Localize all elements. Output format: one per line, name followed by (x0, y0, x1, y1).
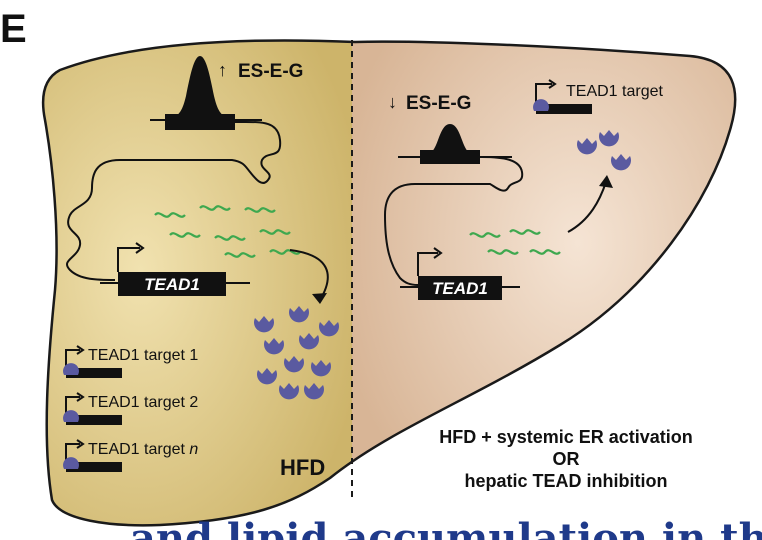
right-dna-loop (383, 156, 524, 286)
target-gene-box (536, 104, 592, 114)
left-target-n: TEAD1 target n (62, 439, 198, 472)
tss-arrow-icon (433, 247, 443, 259)
right-tead1-label: TEAD1 (432, 279, 488, 298)
right-condition-line2: OR (553, 449, 580, 469)
tead-protein-icon (311, 360, 332, 377)
tead-protein-icon (264, 338, 285, 355)
target-gene-box (66, 368, 122, 378)
tss-arrow-icon (76, 439, 85, 449)
bound-tead-icon (62, 363, 79, 375)
left-tead1-gene: TEAD1 (100, 242, 250, 296)
tss-arrow-icon (548, 79, 557, 89)
tead-protein-icon (304, 383, 324, 400)
mrna (154, 212, 186, 218)
tead-protein-icon (279, 383, 299, 400)
tss-arrow-icon (76, 345, 85, 355)
panel-letter: E (0, 7, 27, 51)
tead-protein-icon (599, 130, 619, 147)
target-gene-box (66, 415, 122, 425)
arrow-head-icon (312, 293, 327, 304)
tead-protein-icon (299, 333, 319, 350)
left-target-2-label: TEAD1 target 2 (88, 394, 198, 411)
left-up-arrow: ↑ (218, 60, 227, 80)
left-condition-label: HFD (280, 455, 325, 480)
tead-protein-icon (319, 320, 339, 337)
right-tead1-box (418, 276, 502, 300)
left-dna-loop (66, 120, 282, 281)
left-gene-label: ES-E-G (238, 61, 303, 82)
mrna (224, 252, 256, 258)
left-mrna-group (154, 205, 301, 258)
right-enhancer (383, 124, 524, 286)
mrna (244, 207, 276, 213)
left-target-1-label: TEAD1 target 1 (88, 347, 198, 364)
right-target-label: TEAD1 target (566, 83, 663, 100)
tead-protein-icon (257, 368, 277, 385)
tead-protein-icon (289, 306, 309, 323)
right-mrna-group (469, 229, 561, 255)
left-enhancer-box (165, 114, 235, 130)
left-target-n-label: TEAD1 target n (88, 441, 198, 458)
mrna (169, 232, 201, 238)
right-protein-group (577, 130, 631, 171)
left-target-1: TEAD1 target 1 (62, 345, 198, 378)
mrna (259, 229, 291, 235)
tss-arrow-icon (76, 392, 85, 402)
mrna (529, 249, 561, 255)
mrna (214, 235, 246, 241)
left-enhancer-peak (168, 56, 232, 118)
right-enhancer-peak (425, 124, 475, 155)
mrna (509, 229, 541, 235)
right-target: TEAD1 target (533, 79, 663, 114)
liver-outline (41, 39, 737, 527)
right-translation-arrow (567, 181, 607, 233)
mrna (269, 249, 301, 255)
right-condition-line1: HFD + systemic ER activation (439, 427, 693, 447)
tead-protein-icon (577, 138, 597, 155)
tead-protein-icon (611, 154, 631, 171)
right-tead1-gene: TEAD1 (400, 247, 520, 300)
arrow-head-icon (599, 175, 613, 188)
left-target-2: TEAD1 target 2 (62, 392, 198, 425)
left-tead1-label: TEAD1 (144, 275, 200, 294)
right-condition-line3: hepatic TEAD inhibition (465, 471, 668, 491)
right-gene-label: ES-E-G (406, 93, 471, 114)
left-enhancer (66, 56, 282, 281)
mrna (469, 232, 501, 238)
left-tead1-box (118, 272, 226, 296)
bound-tead-icon (62, 410, 79, 422)
tead-protein-icon (254, 316, 274, 333)
mrna (199, 205, 231, 211)
left-translation-arrow (289, 249, 329, 301)
tead-protein-icon (284, 356, 304, 373)
bound-tead-icon (533, 99, 549, 111)
right-down-arrow: ↓ (388, 92, 397, 112)
bound-tead-icon (62, 457, 79, 469)
mrna (487, 249, 519, 255)
left-protein-group (254, 306, 339, 400)
tss-arrow-icon (135, 242, 145, 254)
left-target-list: TEAD1 target 1 TEAD1 target 2 TEAD1 targ… (62, 345, 198, 472)
footer-cut-caption: and lipid accumulation in the liver (130, 515, 762, 540)
right-enhancer-box (420, 150, 480, 164)
target-gene-box (66, 462, 122, 472)
